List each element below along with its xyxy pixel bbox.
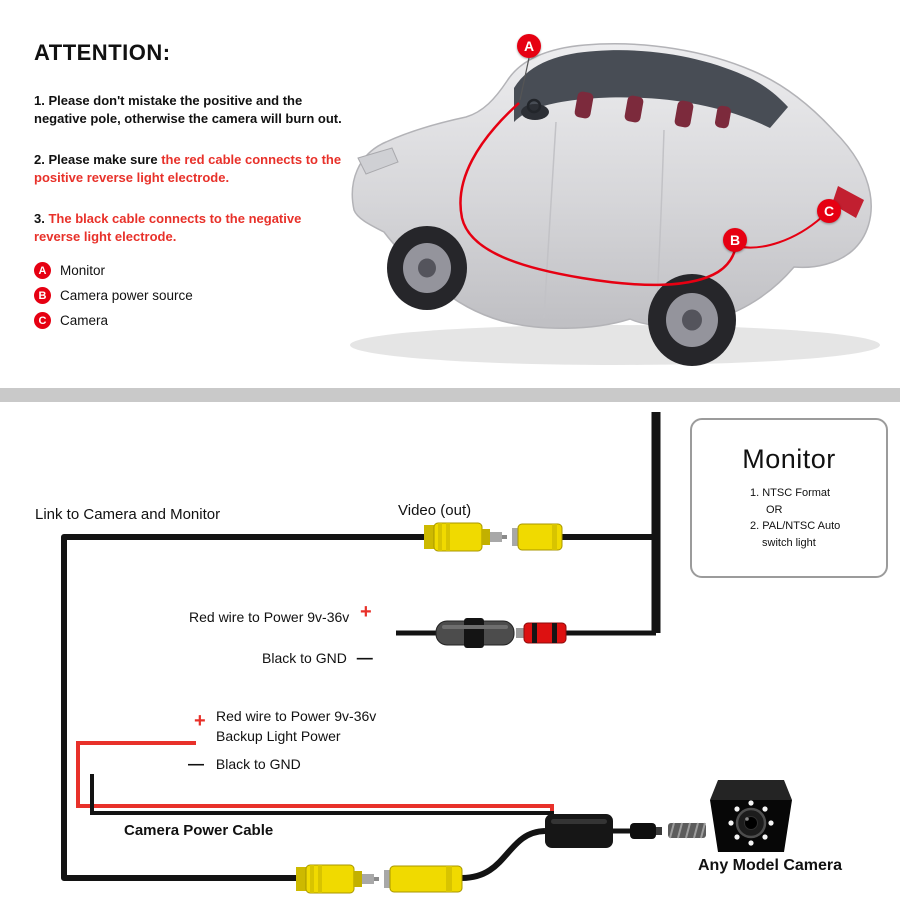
gnd-bottom-text: Black to GND <box>215 756 301 772</box>
rca-female-video-connector <box>512 523 563 551</box>
camera-led-ring <box>728 800 774 846</box>
headlight <box>357 147 399 175</box>
power-top-plus: + <box>360 601 372 623</box>
red-cable-path <box>459 102 738 287</box>
camera-plug <box>630 823 662 839</box>
rear-wheel <box>648 274 736 366</box>
legend-label-power-source: Camera power source <box>60 288 193 303</box>
rca-female-camera-connector <box>384 865 463 893</box>
video-out-label: Video (out) <box>398 502 472 519</box>
gnd-bottom-label: — Black to GND <box>188 756 301 774</box>
monitor-notes: 1. NTSC Format OR 2. PAL/NTSC Auto switc… <box>750 485 886 551</box>
any-model-camera-label: Any Model Camera <box>698 857 843 874</box>
rca-male-video-connector <box>424 522 507 552</box>
wiring-diagram: Monitor 1. NTSC Format OR 2. PAL/NTSC Au… <box>0 402 900 900</box>
attention-item-1: 1. Please don't mistake the positive and… <box>34 92 348 129</box>
gnd-top-text: Black to GND <box>262 650 347 666</box>
attention-item-3-text: 3. <box>34 210 49 226</box>
car-interior-seats <box>574 91 732 129</box>
legend-dot-a: A <box>34 262 51 279</box>
attention-item-3-red: The black cable connects to the negative… <box>34 210 302 245</box>
gnd-bottom-dash: — <box>188 756 204 773</box>
door-seam-front <box>543 121 557 319</box>
car-marker-a: A <box>517 34 541 58</box>
attention-title: ATTENTION: <box>34 40 171 65</box>
legend-row-power-source: B Camera power source <box>34 287 193 304</box>
legend: A Monitor B Camera power source C Camera <box>34 262 193 337</box>
power-bottom-label1: Red wire to Power 9v-36v <box>216 708 377 724</box>
wiring-diagram-svg <box>61 412 792 894</box>
front-wheel <box>387 226 467 310</box>
taillight <box>832 186 864 218</box>
backup-black-wire <box>90 774 554 818</box>
monitor-title: Monitor <box>742 444 836 474</box>
attention-item-2-text: 2. Please make sure <box>34 151 162 167</box>
car-marker-b: B <box>723 228 747 252</box>
monitor-note-3: switch light <box>762 536 816 549</box>
camera-video-wire <box>461 828 546 881</box>
attention-panel: ATTENTION: 1. Please don't mistake the p… <box>34 40 348 269</box>
monitor-box: Monitor 1. NTSC Format OR 2. PAL/NTSC Au… <box>690 418 888 578</box>
monitor-note-2: 2. PAL/NTSC Auto <box>750 520 841 532</box>
power-top-label: Red wire to Power 9v-36v <box>189 609 350 625</box>
car-shadow <box>350 325 880 365</box>
video-loop-wire <box>61 534 428 881</box>
camera-icon <box>710 780 792 852</box>
legend-row-camera: C Camera <box>34 312 193 329</box>
power-barrel-connector <box>435 618 515 648</box>
legend-label-camera: Camera <box>60 313 109 328</box>
steering-wheel <box>526 98 542 114</box>
marker-a-leader <box>519 57 530 101</box>
power-filter-box <box>545 814 613 848</box>
car-illustration <box>350 43 880 366</box>
attention-item-2: 2. Please make sure the red cable connec… <box>34 151 348 188</box>
monitor-note-1: 1. NTSC Format <box>750 487 831 499</box>
legend-dot-c: C <box>34 312 51 329</box>
section-divider <box>0 388 900 402</box>
link-label: Link to Camera and Monitor <box>35 506 221 523</box>
monitor-note-or: OR <box>766 503 783 516</box>
attention-item-2-red: the red cable connects to the positive r… <box>34 151 342 186</box>
attention-item-1-text: 1. Please don't mistake the positive and… <box>34 93 342 127</box>
power-bottom-label2: Backup Light Power <box>216 728 341 744</box>
attention-item-3: 3. The black cable connects to the negat… <box>34 210 348 247</box>
rca-red-connector <box>516 622 567 644</box>
gnd-top-label: Black to GND — <box>262 650 373 668</box>
rca-male-camera-connector <box>296 864 379 894</box>
camera-power-cable-label: Camera Power Cable <box>124 822 274 839</box>
legend-row-monitor: A Monitor <box>34 262 193 279</box>
car-marker-c: C <box>817 199 841 223</box>
legend-label-monitor: Monitor <box>60 263 106 278</box>
backup-red-wire <box>76 741 554 816</box>
gnd-top-dash: — <box>356 650 373 667</box>
power-bottom-plus: + <box>194 710 206 732</box>
camera-pigtail <box>668 822 706 839</box>
legend-dot-b: B <box>34 287 51 304</box>
